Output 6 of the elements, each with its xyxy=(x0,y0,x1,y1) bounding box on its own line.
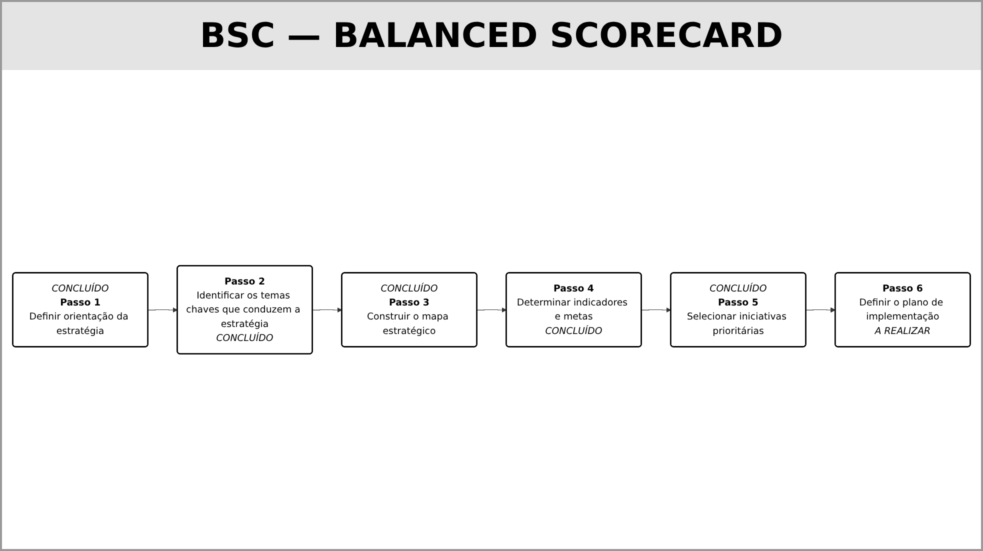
arrow xyxy=(312,307,342,312)
title-banner: BSC — BALANCED SCORECARD xyxy=(2,2,981,70)
arrow xyxy=(641,307,672,312)
arrow xyxy=(476,307,507,312)
arrow xyxy=(148,307,178,312)
arrow xyxy=(806,307,836,312)
